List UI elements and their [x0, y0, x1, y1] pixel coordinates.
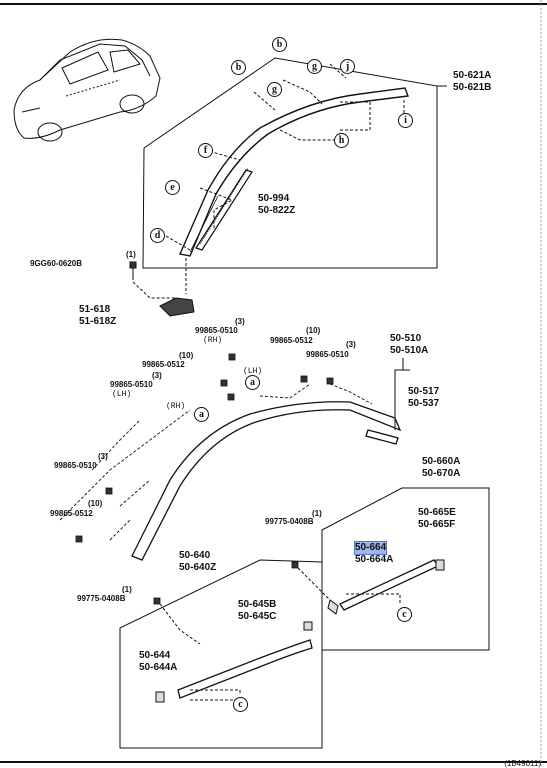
label-50-665f: 50-665F: [418, 519, 456, 530]
label-99865-0510-lh: 99865-0510: [110, 380, 153, 389]
label-51-618z: 51-618Z: [79, 316, 117, 327]
small-bolts: [75, 353, 334, 605]
qty-99865-0510-lh: (3): [152, 371, 162, 380]
label-50-510: 50-510 50-510A: [390, 333, 428, 357]
roof-molding: [59, 383, 402, 561]
bracket-51-618: [159, 297, 195, 317]
callout-a-1: a: [245, 375, 260, 390]
callout-j: j: [340, 59, 355, 74]
callout-c-2: c: [233, 697, 248, 712]
footer-code: (1B49011): [504, 759, 541, 768]
label-99865-0510-rh: 99865-0510: [195, 326, 238, 335]
callout-h: h: [334, 133, 349, 148]
qty-99775-a: (1): [312, 509, 322, 518]
label-50-664a: 50-664A: [355, 554, 394, 565]
car-illustration: [13, 38, 161, 142]
label-99865-0512-b: 99865-0512: [50, 509, 93, 518]
label-51-618-a: 51-618: [79, 304, 111, 315]
side-lh-2: (LH): [112, 390, 132, 399]
label-50-640-a: 50-640: [179, 550, 211, 561]
label-99865-0512-c: 99865-0512: [270, 336, 313, 345]
label-50-517: 50-517 50-537: [408, 386, 439, 410]
label-50-517-a: 50-517: [408, 386, 440, 397]
qty-99775-b: (1): [122, 585, 132, 594]
label-50-665: 50-665E 50-665F: [418, 507, 456, 531]
qty-99865-0510-b: (3): [98, 452, 108, 461]
label-50-644a: 50-644A: [139, 662, 178, 673]
callout-i: i: [398, 113, 413, 128]
callout-d: d: [150, 228, 165, 243]
label-51-618: 51-618 51-618Z: [79, 304, 116, 328]
bolt-9gg60: [129, 258, 187, 299]
callout-f: f: [198, 143, 213, 158]
side-rh-2: (RH): [166, 402, 186, 411]
qty-99865-0512-b: (10): [88, 499, 103, 508]
label-99865-0510-c: 99865-0510: [306, 350, 349, 359]
label-50-621a: 50-621A: [453, 70, 492, 81]
side-lh-1: (LH): [243, 367, 263, 376]
label-50-621: 50-621A 50-621B: [453, 70, 491, 94]
label-50-645b: 50-645B: [238, 599, 277, 610]
callout-c-1: c: [397, 607, 412, 622]
label-99775-0408b-a: 99775-0408B: [265, 517, 314, 526]
label-50-640: 50-640 50-640Z: [179, 550, 216, 574]
label-9gg60-0620b: 9GG60-0620B: [30, 259, 83, 268]
qty-99865-0512-lh: (10): [179, 351, 194, 360]
label-50-644: 50-644 50-644A: [139, 650, 177, 674]
label-50-822z: 50-822Z: [258, 205, 296, 216]
qty-99865-0512-c: (10): [306, 326, 321, 335]
label-50-621b: 50-621B: [453, 82, 492, 93]
label-50-645: 50-645B 50-645C: [238, 599, 276, 623]
callout-g-2: g: [267, 82, 282, 97]
callout-b-1: b: [272, 37, 287, 52]
label-50-660: 50-660A 50-670A: [422, 456, 460, 480]
label-50-664-highlighted: 50-664: [353, 541, 388, 555]
label-50-510-a: 50-510: [390, 333, 422, 344]
callout-e: e: [165, 180, 180, 195]
label-50-645c: 50-645C: [238, 611, 277, 622]
upper-panel: [142, 57, 447, 269]
label-50-994: 50-994 50-822Z: [258, 193, 295, 217]
label-50-510a: 50-510A: [390, 345, 429, 356]
callout-b-2: b: [231, 60, 246, 75]
label-50-644-a: 50-644: [139, 650, 171, 661]
label-50-994-a: 50-994: [258, 193, 290, 204]
label-50-537: 50-537: [408, 398, 440, 409]
callout-g-1: g: [307, 59, 322, 74]
label-99865-0512-lh: 99865-0512: [142, 360, 185, 369]
label-50-664: 50-664 50-664A: [353, 541, 394, 566]
label-50-640z: 50-640Z: [179, 562, 217, 573]
qty-9gg60: (1): [126, 250, 136, 259]
label-50-660a: 50-660A: [422, 456, 461, 467]
qty-99865-0510-c: (3): [346, 340, 356, 349]
label-50-665e: 50-665E: [418, 507, 456, 518]
qty-99865-0510-rh: (3): [235, 317, 245, 326]
label-99775-0408b-b: 99775-0408B: [77, 594, 126, 603]
label-50-670a: 50-670A: [422, 468, 461, 479]
side-rh-1: (RH): [203, 336, 223, 345]
rear-door-panel: [297, 487, 490, 651]
callout-a-2: a: [194, 407, 209, 422]
label-99865-0510-b: 99865-0510: [54, 461, 97, 470]
